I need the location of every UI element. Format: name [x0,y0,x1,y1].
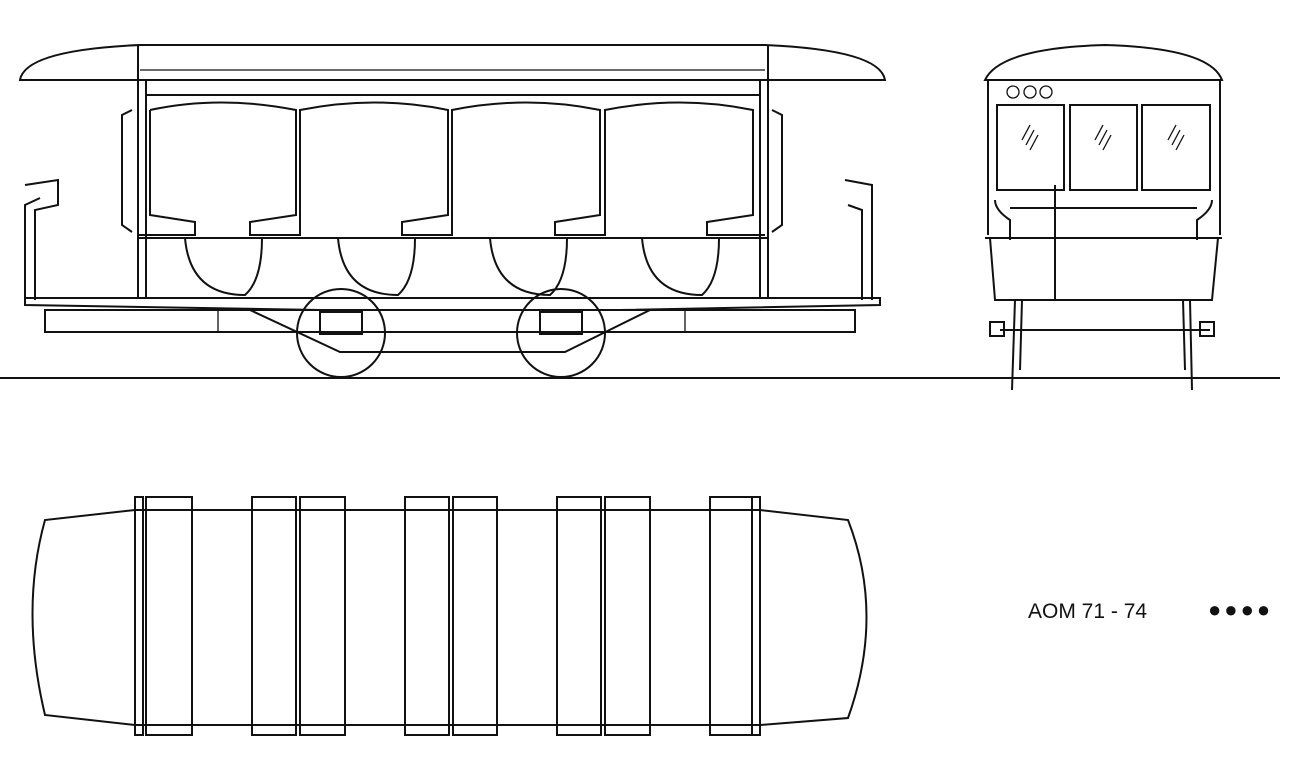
side-elevation [0,44,1280,379]
drawing-caption: AOM 71 - 74 [1028,600,1148,623]
side-roof [18,44,887,81]
plan-seats [145,496,753,736]
end-elevation [983,43,1224,391]
side-seats [138,101,768,297]
plan-view [31,496,868,736]
marker-dots: ●●●● [1208,597,1274,622]
